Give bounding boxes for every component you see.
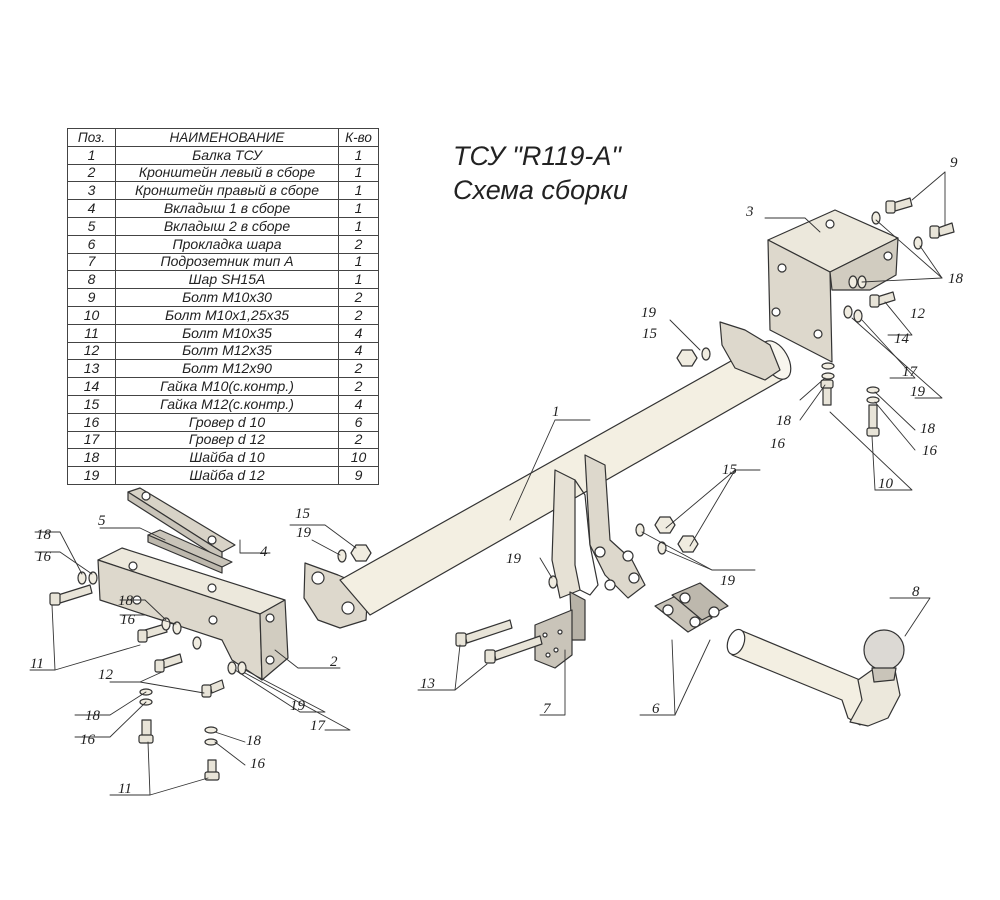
cell-name: Шайба d 12 [115, 466, 339, 485]
callout-12a: 12 [98, 667, 114, 683]
cell-qty: 2 [338, 305, 379, 325]
callout-4: 4 [260, 544, 268, 560]
callout-10: 10 [878, 476, 894, 492]
drawing-title: ТСУ "R119-А" [453, 141, 621, 171]
left-bracket [97, 547, 289, 681]
callout-15a: 15 [642, 326, 658, 342]
cell-qty: 2 [338, 377, 379, 396]
cell-name: Гайка М12(с.контр.) [115, 394, 339, 414]
right-bracket [767, 209, 899, 363]
callout-18b: 18 [118, 593, 134, 609]
callout-15b: 15 [295, 506, 311, 522]
callout-18d: 18 [246, 733, 262, 749]
insert-1 [127, 487, 236, 561]
callout-16c: 16 [80, 732, 96, 748]
cell-qty: 9 [338, 466, 379, 485]
cell-qty: 1 [338, 163, 379, 183]
callout-19a: 19 [641, 305, 657, 321]
bolts [49, 197, 955, 781]
leader-lines [29, 171, 946, 796]
drawing-subtitle: Схема сборки [453, 175, 628, 205]
callout-9: 9 [950, 155, 958, 171]
callout-18f: 18 [920, 421, 936, 437]
beam [303, 321, 792, 629]
callout-1: 1 [552, 404, 560, 420]
cell-pos: 14 [67, 377, 116, 396]
callout-13: 13 [420, 676, 435, 692]
callout-16a: 16 [36, 549, 52, 565]
callout-17b: 17 [902, 364, 919, 380]
callout-18c: 18 [85, 708, 101, 724]
callout-7: 7 [543, 701, 552, 717]
callout-19d: 19 [720, 573, 736, 589]
insert-2 [147, 529, 233, 574]
callout-19e: 19 [290, 698, 306, 714]
cell-name: Болт М12х90 [115, 359, 339, 379]
callout-16b: 16 [120, 612, 136, 628]
nuts-washers [77, 211, 923, 746]
callouts: 1 2 3 4 5 6 7 8 9 10 11 11 12 12 13 14 1… [30, 155, 964, 797]
callout-19f: 19 [910, 384, 926, 400]
callout-2: 2 [330, 654, 338, 670]
callout-12b: 12 [910, 306, 926, 322]
callout-16d: 16 [250, 756, 266, 772]
callout-18g: 18 [948, 271, 964, 287]
cell-name: Шайба d 10 [115, 448, 339, 468]
callout-16e: 16 [770, 436, 786, 452]
callout-16f: 16 [922, 443, 938, 459]
callout-14: 14 [894, 331, 910, 347]
tow-ball [726, 628, 905, 727]
cell-pos: 19 [67, 466, 116, 485]
callout-18e: 18 [776, 413, 792, 429]
callout-11b: 11 [118, 781, 132, 797]
callout-18a: 18 [36, 527, 52, 543]
cell-pos: 16 [67, 412, 116, 432]
cell-qty: 1 [338, 181, 379, 201]
callout-19b: 19 [296, 525, 312, 541]
callout-6: 6 [652, 701, 660, 717]
callout-8: 8 [912, 584, 920, 600]
callout-5: 5 [98, 513, 106, 529]
callout-17a: 17 [310, 718, 327, 734]
socket-bracket [534, 591, 586, 669]
cell-pos: 10 [67, 305, 116, 325]
callout-3: 3 [745, 204, 754, 220]
callout-15c: 15 [722, 462, 738, 478]
ball-gaskets [654, 582, 729, 633]
callout-11a: 11 [30, 656, 44, 672]
callout-19c: 19 [506, 551, 522, 567]
